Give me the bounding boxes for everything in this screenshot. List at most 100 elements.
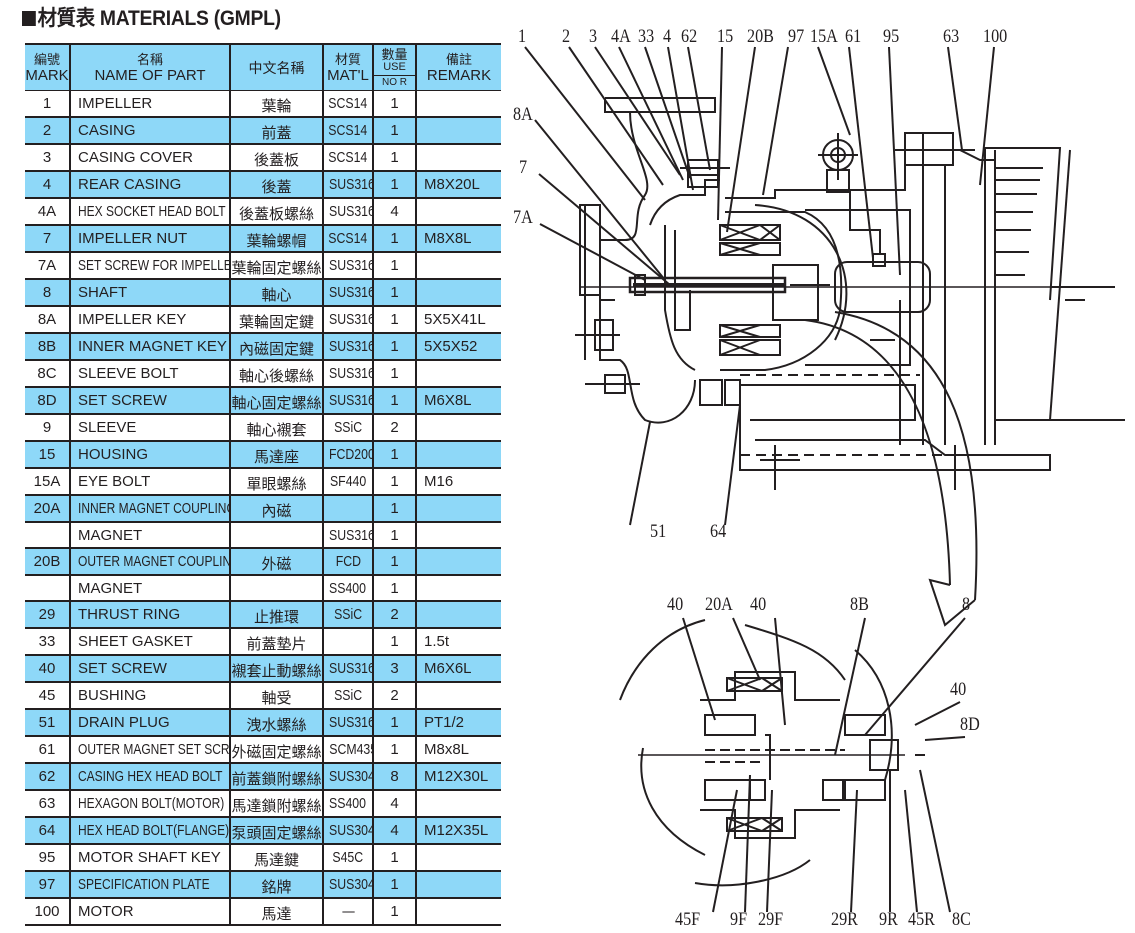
name-cell: IMPELLER (69, 90, 231, 117)
quantity-cell-text: 1 (390, 876, 399, 893)
remark-cell (415, 898, 501, 925)
part-callout-label: 40 (667, 594, 684, 615)
part-callout-label: 8B (850, 594, 869, 615)
chinese-name-cell-text: 前蓋墊片 (246, 636, 307, 653)
material-cell-text: SCM435 (329, 741, 373, 758)
name-cell: HEX HEAD BOLT(FLANGE) (69, 817, 231, 844)
part-callout-label: 45R (908, 909, 935, 930)
mark-cell-text: 1 (42, 95, 52, 112)
name-cell-text: HEX SOCKET HEAD BOLT (78, 203, 226, 220)
motor (895, 132, 1125, 445)
quantity-cell: 1 (372, 468, 417, 495)
part-callout-label: 20B (747, 26, 774, 47)
mark-cell-text: 62 (38, 768, 56, 785)
material-cell: SUS316 (322, 360, 374, 387)
material-cell-text: SUS316 (329, 176, 373, 193)
material-cell: SUS316 (322, 333, 374, 360)
mark-cell-text: 20B (33, 553, 61, 570)
mark-cell-text: 8C (37, 365, 57, 382)
name-cell: MAGNET (69, 575, 231, 601)
remark-cell: M8X8L (415, 225, 501, 252)
name-cell: REAR CASING (69, 171, 231, 198)
name-cell-text: HEXAGON BOLT(MOTOR) (78, 795, 225, 812)
chinese-name-cell-text: 洩水螺絲 (246, 717, 307, 734)
name-cell: SET SCREW (69, 655, 231, 682)
name-cell: MOTOR (69, 898, 231, 925)
name-cell-text: REAR CASING (78, 176, 182, 193)
material-cell-text: SUS304 (329, 768, 373, 785)
material-cell-text: FCD200 (329, 446, 373, 463)
remark-cell (415, 548, 501, 575)
quantity-cell: 1 (372, 495, 417, 522)
part-callout-label: 64 (710, 521, 727, 542)
diagram-drawing (524, 46, 1125, 913)
material-cell-text: SCS14 (328, 230, 368, 247)
material-cell: SUS316 (322, 171, 374, 198)
name-cell-text: CASING HEX HEAD BOLT (78, 768, 223, 785)
remark-cell (415, 252, 501, 279)
mark-cell: 2 (25, 117, 71, 144)
quantity-cell-text: 1 (390, 849, 399, 866)
name-cell-text: SLEEVE (78, 419, 137, 436)
mark-cell-text: 8D (37, 392, 57, 409)
name-cell: CASING COVER (69, 144, 231, 171)
quantity-cell: 2 (372, 682, 417, 709)
mark-cell-text: 3 (42, 149, 52, 166)
name-cell: INNER MAGNET COUPLING (69, 495, 231, 522)
header-remark-en: REMARK (426, 66, 492, 84)
material-cell-text: SS400 (329, 795, 367, 812)
material-cell-text: SCS14 (328, 149, 368, 166)
quantity-cell: 1 (372, 871, 417, 898)
mark-cell: 7A (25, 252, 71, 279)
part-callout-label: 8C (952, 909, 971, 930)
quantity-cell-text: 1 (390, 95, 399, 112)
name-cell-text: DRAIN PLUG (78, 714, 170, 731)
name-cell-text: CASING (78, 122, 136, 139)
name-cell-text: IMPELLER (78, 95, 153, 112)
chinese-name-cell-text: 葉輪固定鍵 (238, 314, 314, 331)
mark-cell-text: 29 (38, 606, 56, 623)
name-cell-text: IMPELLER NUT (78, 230, 188, 247)
chinese-name-cell: 軸心 (229, 279, 324, 306)
mark-cell: 8B (25, 333, 71, 360)
part-callout-label: 15A (810, 26, 838, 47)
mark-cell-text: 40 (38, 660, 56, 677)
mark-cell-text: 15 (38, 446, 56, 463)
material-cell: SUS316 (322, 709, 374, 736)
material-cell: SUS316 (322, 655, 374, 682)
quantity-cell-text: 1 (390, 365, 399, 382)
name-cell-text: SET SCREW (78, 392, 167, 409)
mark-cell-text: 20A (33, 500, 61, 517)
part-callout-label: 45F (675, 909, 701, 930)
material-cell-text: SSiC (333, 419, 363, 436)
chinese-name-cell-text: 泵頭固定螺絲 (231, 825, 322, 842)
quantity-cell-text: 3 (390, 660, 399, 677)
mark-cell: 3 (25, 144, 71, 171)
left-leader-lines (534, 119, 741, 526)
quantity-cell: 1 (372, 844, 417, 871)
material-cell-text: SUS316 (329, 660, 373, 677)
header-qty-zh: 數量 (381, 47, 408, 62)
header-mat-zh: 材質 (334, 51, 361, 67)
name-cell-text: SLEEVE BOLT (78, 365, 179, 382)
remark-cell (415, 790, 501, 817)
chinese-name-cell-text: 馬達鎖附螺絲 (231, 798, 322, 815)
quantity-cell: 1 (372, 709, 417, 736)
mark-cell: 40 (25, 655, 71, 682)
shaft (580, 261, 1115, 313)
chinese-name-cell-text: 襯套止動螺絲 (231, 663, 322, 680)
mark-cell: 8A (25, 306, 71, 333)
quantity-cell: 1 (372, 898, 417, 925)
mark-cell: 8C (25, 360, 71, 387)
chinese-name-cell-text: 外磁固定螺絲 (231, 744, 322, 761)
